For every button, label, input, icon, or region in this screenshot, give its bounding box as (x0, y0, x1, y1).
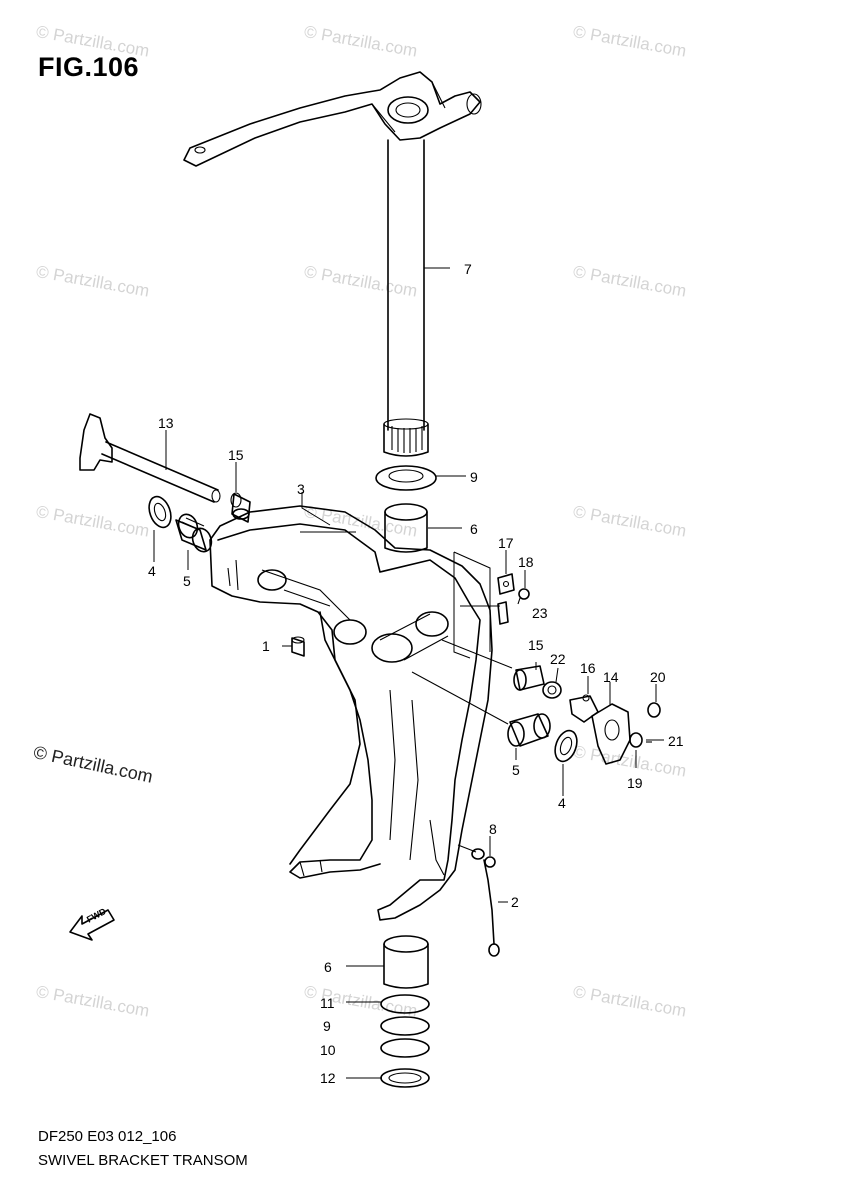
washer-4-right (554, 729, 578, 763)
callout-20: 20 (650, 669, 666, 685)
callout-15: 15 (528, 637, 544, 653)
bolt-18 (517, 588, 530, 605)
fwd-arrow-icon (69, 909, 115, 941)
washer-stack (380, 994, 430, 1088)
washer-4-left (148, 495, 172, 529)
callout-7: 7 (464, 261, 472, 277)
callout-17: 17 (498, 535, 514, 551)
screw-19 (629, 732, 652, 748)
bush-5-right (507, 713, 551, 747)
callout-9: 9 (323, 1018, 331, 1034)
callout-16: 16 (580, 660, 596, 676)
screw-1 (291, 636, 305, 657)
bush-5-left (175, 513, 213, 553)
callout-5: 5 (183, 573, 191, 589)
callout-11: 11 (320, 995, 335, 1011)
callout-22: 22 (550, 651, 566, 667)
bush-upper (384, 503, 428, 553)
bush-15-left (230, 492, 251, 523)
callout-14: 14 (603, 669, 619, 685)
callout-18: 18 (518, 554, 534, 570)
bush-15-right (513, 665, 545, 691)
callout-1: 1 (262, 638, 270, 654)
ground-wire (471, 848, 500, 957)
callout-12: 12 (320, 1070, 336, 1086)
callout-19: 19 (627, 775, 643, 791)
callout-23: 23 (532, 605, 548, 621)
figure-model-code: DF250 E03 012_106 (38, 1128, 177, 1145)
nut-20 (647, 702, 661, 718)
callout-3: 3 (297, 481, 305, 497)
tilt-rod (79, 413, 221, 503)
callout-6: 6 (470, 521, 478, 537)
callout-15: 15 (228, 447, 244, 463)
figure-name: SWIVEL BRACKET TRANSOM (38, 1152, 248, 1169)
seal-22 (542, 681, 562, 699)
callout-21: 21 (668, 733, 684, 749)
callout-13: 13 (158, 415, 174, 431)
steering-shaft (383, 139, 429, 457)
figure-title: FIG.106 (38, 52, 140, 82)
lever-16 (569, 694, 599, 723)
bush-lower (383, 935, 429, 989)
callout-4: 4 (148, 563, 156, 579)
steering-arm (183, 71, 482, 167)
plate-14 (591, 703, 631, 765)
callout-10: 10 (320, 1042, 336, 1058)
callout-8: 8 (489, 821, 497, 837)
washer-upper (375, 465, 437, 491)
plate-17 (497, 573, 515, 625)
callout-4: 4 (558, 795, 566, 811)
callout-5: 5 (512, 762, 520, 778)
callout-2: 2 (511, 894, 519, 910)
leader-lines (153, 267, 664, 1079)
swivel-bracket (209, 505, 493, 921)
callout-9: 9 (470, 469, 478, 485)
callout-6: 6 (324, 959, 332, 975)
